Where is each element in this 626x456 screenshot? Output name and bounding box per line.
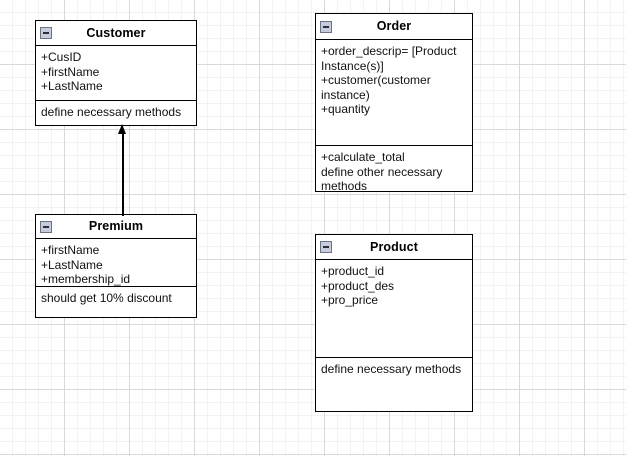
minus-icon[interactable] <box>40 27 52 39</box>
operation-item: define other necessary methods <box>321 164 443 192</box>
minus-icon[interactable] <box>320 20 332 33</box>
attributes-compartment-product: +product_id +product_des +pro_price <box>316 260 472 357</box>
operations-compartment-product: define necessary methods <box>316 357 472 411</box>
attribute-item: +membership_id <box>41 272 131 286</box>
generalization-connector-premium-to-customer[interactable] <box>116 124 130 216</box>
attribute-item: +CusID <box>41 50 82 64</box>
minus-icon[interactable] <box>40 220 52 233</box>
operation-item: should get 10% discount <box>41 291 172 305</box>
attribute-item: +quantity <box>321 102 371 116</box>
class-header-order: Order <box>316 14 472 40</box>
minus-icon[interactable] <box>320 241 332 253</box>
class-header-customer: Customer <box>36 21 196 46</box>
attribute-item: +firstName <box>41 243 100 257</box>
class-name-premium: Premium <box>88 219 144 234</box>
class-name-product: Product <box>370 239 418 254</box>
attribute-item: +customer(customer instance) <box>321 73 431 102</box>
attribute-item: +LastName <box>41 79 103 93</box>
attribute-item: +pro_price <box>321 293 379 307</box>
operation-item: +calculate_total <box>321 150 405 164</box>
inheritance-arrowhead-icon <box>118 124 126 134</box>
connector-line <box>122 131 124 216</box>
attributes-compartment-order: +order_descrip= [Product Instance(s)] +c… <box>316 40 472 145</box>
attribute-item: +LastName <box>41 257 103 272</box>
uml-class-customer[interactable]: Customer +CusID +firstName +LastName def… <box>35 20 197 126</box>
uml-class-product[interactable]: Product +product_id +product_des +pro_pr… <box>315 234 473 412</box>
uml-class-order[interactable]: Order +order_descrip= [Product Instance(… <box>315 13 473 192</box>
attribute-item: +firstName <box>41 64 100 79</box>
operations-compartment-premium: should get 10% discount <box>36 286 196 317</box>
operations-compartment-order: +calculate_total define other necessary … <box>316 145 472 191</box>
attribute-item: +order_descrip= [Product Instance(s)] <box>321 44 457 73</box>
class-header-product: Product <box>316 235 472 260</box>
attribute-item: +product_id <box>321 264 385 278</box>
class-name-order: Order <box>376 19 412 34</box>
operation-item: define necessary methods <box>41 105 182 119</box>
attributes-compartment-premium: +firstName +LastName +membership_id <box>36 239 196 286</box>
operations-compartment-customer: define necessary methods <box>36 100 196 125</box>
attribute-item: +product_des <box>321 278 395 293</box>
attributes-compartment-customer: +CusID +firstName +LastName <box>36 46 196 100</box>
class-name-customer: Customer <box>86 25 146 40</box>
class-header-premium: Premium <box>36 215 196 239</box>
uml-class-premium[interactable]: Premium +firstName +LastName +membership… <box>35 214 197 318</box>
operation-item: define necessary methods <box>321 362 462 376</box>
